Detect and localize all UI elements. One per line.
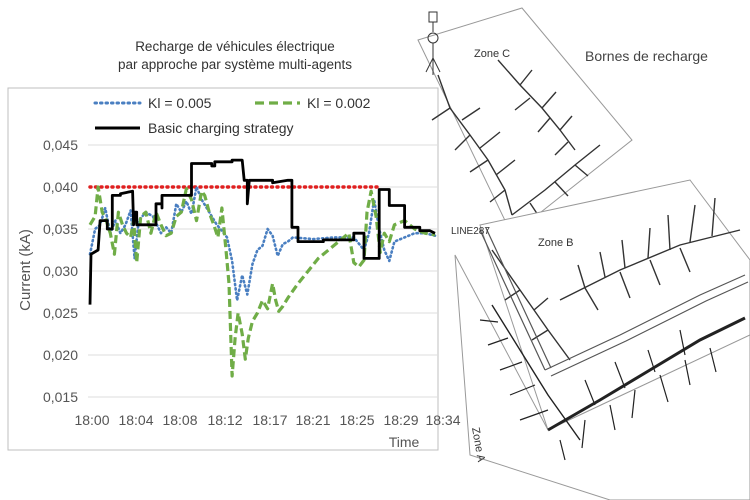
chart-frame [7, 87, 439, 451]
zone-a-network [479, 304, 746, 461]
x-tick-label: 18:21 [295, 412, 330, 428]
zone-c-label: Zone C [474, 48, 510, 60]
chart-grid [88, 144, 438, 398]
legend-label-kl-005: Kl = 0.005 [148, 95, 212, 111]
chart-legend: Kl = 0.005 Kl = 0.002 Basic charging str… [93, 95, 371, 136]
x-axis-label: Time [389, 434, 420, 450]
y-tick-label: 0,030 [43, 263, 78, 279]
line-label: LINE287 [451, 226, 490, 237]
x-tick-label: 18:34 [425, 412, 460, 428]
feeder-corridor [479, 227, 749, 377]
y-tick-label: 0,025 [43, 305, 78, 321]
series-line-kl-002 [88, 185, 436, 378]
chart-series [88, 158, 437, 378]
map-caption: Bornes de recharge [585, 48, 708, 64]
feeder-symbol [425, 11, 441, 75]
x-tick-label: 18:04 [118, 412, 153, 428]
series-line-kl-005 [88, 185, 437, 302]
zone-b-label: Zone B [538, 237, 573, 249]
x-tick-label: 18:12 [207, 412, 242, 428]
x-tick-label: 18:29 [383, 412, 418, 428]
y-tick-label: 0,040 [43, 179, 78, 195]
x-tick-label: 18:25 [339, 412, 374, 428]
chart-title-line-1: Recharge de véhicules électrique [135, 39, 335, 54]
zone-b-panel [479, 179, 750, 431]
y-tick-label: 0,015 [43, 389, 78, 405]
charging-network-map: Zone C Zone B Zone A [417, 7, 750, 500]
legend-label-basic: Basic charging strategy [148, 120, 294, 136]
x-tick-label: 18:17 [252, 412, 287, 428]
legend-label-kl-002: Kl = 0.002 [307, 95, 371, 111]
x-tick-label: 18:08 [162, 412, 197, 428]
zone-c-panel [417, 7, 633, 236]
chart-title: Recharge de véhicules électrique par app… [90, 38, 380, 74]
series-line-basic [88, 158, 436, 305]
x-tick-label: 18:00 [74, 412, 109, 428]
chart-title-line-2: par approche par système multi-agents [117, 57, 353, 72]
y-tick-label: 0,035 [43, 221, 78, 237]
y-axis-label: Current (kA) [17, 229, 34, 311]
y-tick-label: 0,020 [43, 347, 78, 363]
y-tick-label: 0,045 [43, 137, 78, 153]
y-axis-ticks: 0,045 0,040 0,035 0,030 0,025 0,020 0,015 [43, 137, 78, 405]
